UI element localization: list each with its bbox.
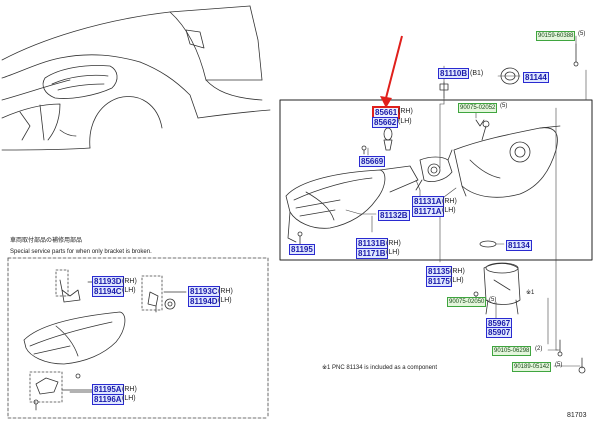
- genuine-part-90189-05142[interactable]: 90189-05142: [512, 362, 552, 372]
- genuine-part-qty-90105-06298: (2): [535, 346, 543, 352]
- part-suffix-81131b: (RH): [386, 240, 401, 247]
- part-suffix-81193d: (RH): [122, 278, 137, 285]
- special-parts-frame: [7, 257, 269, 419]
- component-footnote: ※1 PNC 81134 is included as a component: [322, 365, 437, 371]
- genuine-part-90159-60388[interactable]: 90159-60388: [536, 31, 576, 41]
- part-suffix-81193c: (RH): [218, 288, 233, 295]
- headlamp-assembly: [285, 149, 453, 243]
- part-suffix-81171b: (LH): [386, 249, 400, 256]
- part-suffix-81196a: (LH): [122, 395, 136, 402]
- part-number-81194c[interactable]: 81194C: [92, 286, 124, 297]
- special-parts-note-en: Special service parts for when only brac…: [10, 249, 152, 255]
- genuine-part-qty-90159-60388: (5): [578, 31, 586, 37]
- part-number-81195[interactable]: 81195: [289, 244, 315, 255]
- part-number-81134[interactable]: 81134: [506, 240, 532, 251]
- genuine-part-90105-06298[interactable]: 90105-06298: [492, 346, 532, 356]
- part-number-81171b[interactable]: 81171B: [356, 248, 388, 259]
- part-number-81196a[interactable]: 81196A: [92, 394, 124, 405]
- part-suffix-81195a: (RH): [122, 386, 137, 393]
- part-suffix-85662: (LH): [398, 118, 412, 125]
- part-suffix-81194c: (LH): [122, 287, 136, 294]
- bulb-socket: [383, 127, 393, 151]
- highlight-arrow: [380, 35, 403, 108]
- genuine-part-90075-02052[interactable]: 90075-02052: [458, 103, 498, 113]
- part-suffix-81194d: (LH): [218, 297, 232, 304]
- genuine-part-90075-02050[interactable]: 90075-02050: [447, 297, 487, 307]
- part-number-81110b[interactable]: 81110B: [438, 68, 470, 79]
- part-number-81144[interactable]: 81144: [523, 72, 549, 83]
- part-number-81132b[interactable]: 81132B: [378, 210, 410, 221]
- part-number-85662[interactable]: 85662: [372, 117, 399, 128]
- asterisk-label: ※1: [526, 290, 535, 296]
- part-suffix-85661: (RH): [398, 108, 413, 115]
- bracket-parts: [29, 269, 187, 411]
- headlamp-housing: [453, 120, 561, 198]
- part-number-85669[interactable]: 85669: [359, 156, 386, 167]
- part-number-85907[interactable]: 85907: [486, 327, 513, 338]
- part-number-81175[interactable]: 81175: [426, 276, 452, 287]
- part-number-81194d[interactable]: 81194D: [188, 296, 220, 307]
- genuine-part-qty-90075-02050: (5): [489, 297, 497, 303]
- part-number-81171a[interactable]: 81171A: [412, 206, 444, 217]
- leveling-motor: [483, 262, 521, 315]
- genuine-part-qty-90075-02052: (5): [500, 103, 508, 109]
- genuine-part-qty-90189-05142: (5): [555, 362, 563, 368]
- part-suffix-81110b: (B1): [470, 70, 484, 77]
- special-parts-headlamp: [23, 311, 126, 365]
- part-suffix-81175: (LH): [450, 277, 464, 284]
- vehicle-front-illustration: [1, 5, 271, 151]
- part-suffix-81171a: (LH): [442, 207, 456, 214]
- part-suffix-81135: (RH): [450, 268, 465, 275]
- part-suffix-81131a: (RH): [442, 198, 457, 205]
- special-parts-note-jp: 車両取付部品の補修用部品: [10, 237, 83, 244]
- figure-number: 81703: [567, 412, 587, 419]
